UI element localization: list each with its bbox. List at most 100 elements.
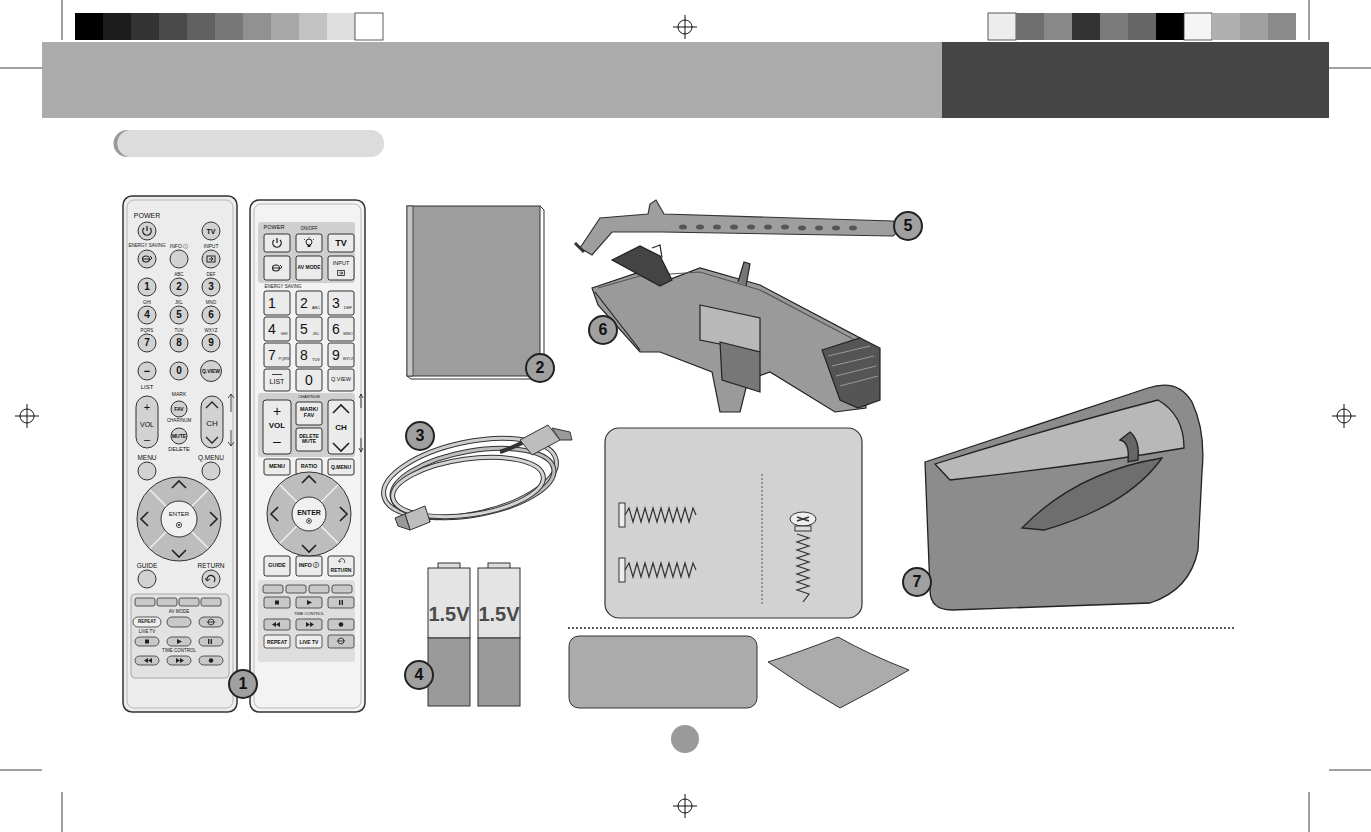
registration-mark — [1332, 404, 1356, 428]
owners-manual — [407, 206, 544, 379]
remote-control — [292, 497, 326, 531]
battery — [478, 568, 520, 638]
screw-kit — [625, 508, 696, 522]
stand-base — [1022, 458, 1162, 530]
remote-control — [133, 598, 223, 665]
remote-control — [179, 598, 199, 606]
stand-base — [925, 385, 1203, 610]
remote-control — [170, 362, 188, 380]
power-plug — [395, 425, 572, 530]
remote-control — [171, 401, 187, 417]
color-bars — [187, 13, 215, 40]
remote-control — [328, 459, 354, 475]
screw-kit — [605, 428, 862, 618]
remote-control — [144, 658, 184, 663]
button-label: TUV — [312, 358, 320, 362]
remote-control — [332, 585, 352, 593]
remote-control — [205, 575, 215, 582]
cable-holder-strap — [679, 225, 857, 231]
remote-control — [138, 362, 156, 380]
cable-holder-strap — [815, 226, 823, 231]
remote-control — [296, 369, 322, 391]
stand-base — [1120, 432, 1138, 462]
remote-control — [328, 619, 354, 630]
remote-control — [263, 234, 354, 576]
button-label: GUIDE — [268, 563, 285, 569]
battery-label: 1.5V — [478, 604, 519, 624]
battery — [428, 638, 470, 706]
remote-control — [264, 256, 290, 280]
stand-bracket — [828, 346, 878, 386]
screw-kit — [795, 526, 811, 531]
cable-holder-strap — [575, 200, 898, 255]
button-label: TIME CONTROL — [294, 612, 324, 616]
remote-control — [264, 597, 290, 608]
remote-control — [143, 256, 153, 262]
remote-control — [307, 600, 312, 605]
remote-control — [264, 635, 290, 648]
remote-control — [280, 485, 338, 543]
button-label: LIVE TV — [139, 630, 156, 635]
battery — [428, 568, 470, 638]
remote-control — [138, 462, 156, 480]
button-label: 2 — [300, 296, 308, 310]
button-label: 5 — [176, 310, 182, 320]
cable-holder-strap — [849, 226, 857, 231]
remote-control — [138, 250, 156, 268]
remote-control — [211, 639, 212, 644]
callout-circle — [894, 212, 922, 240]
callout-circle — [229, 212, 931, 698]
remote-control — [272, 600, 343, 627]
button-label: MUTE — [172, 434, 186, 439]
color-bars — [355, 13, 383, 40]
button-label: ABC — [174, 273, 183, 278]
button-label: – — [144, 434, 150, 445]
button-label: ABC — [312, 306, 320, 310]
remote-control — [264, 317, 290, 341]
remote-control — [271, 476, 347, 552]
screw-kit — [797, 517, 809, 521]
button-label: GUIDE — [137, 563, 158, 570]
screw-kit — [762, 474, 763, 605]
button-label: 5 — [300, 322, 308, 336]
cable-holder-strap — [832, 226, 840, 231]
divider-line — [568, 627, 1234, 629]
remote-control — [178, 524, 180, 526]
button-label: 1 — [268, 296, 276, 310]
button-label: TV — [207, 228, 216, 235]
color-bars — [215, 13, 243, 40]
color-bars — [131, 13, 159, 40]
remote-control — [339, 600, 340, 605]
remote-control — [127, 200, 233, 708]
remote-control — [296, 291, 322, 315]
remote-control — [328, 597, 354, 608]
button-label: REPEAT — [267, 640, 287, 645]
remote-control — [138, 278, 156, 296]
stand-bracket — [720, 342, 760, 392]
button-label: WXYZ — [205, 329, 218, 334]
button-label: CHAR/NUM — [298, 395, 320, 399]
remote-control — [264, 343, 290, 367]
cable-holder-strap — [781, 225, 789, 230]
remote-control — [296, 556, 322, 576]
button-label: JKL — [313, 332, 320, 336]
remote-control — [264, 291, 290, 315]
battery — [428, 563, 520, 706]
stand-bracket — [612, 246, 672, 286]
remote-control — [337, 638, 345, 644]
remote-control — [202, 570, 220, 588]
remote-control — [258, 580, 355, 662]
remote-control — [138, 334, 156, 352]
remote-control — [176, 522, 181, 527]
remote-control — [207, 256, 215, 262]
cable-holder-strap — [764, 225, 772, 230]
remote-control — [138, 306, 156, 324]
remote-control — [328, 256, 354, 280]
header-band — [942, 42, 1329, 118]
remote-control — [177, 639, 182, 644]
power-cord — [376, 424, 563, 531]
button-label: RETURN — [331, 568, 352, 573]
